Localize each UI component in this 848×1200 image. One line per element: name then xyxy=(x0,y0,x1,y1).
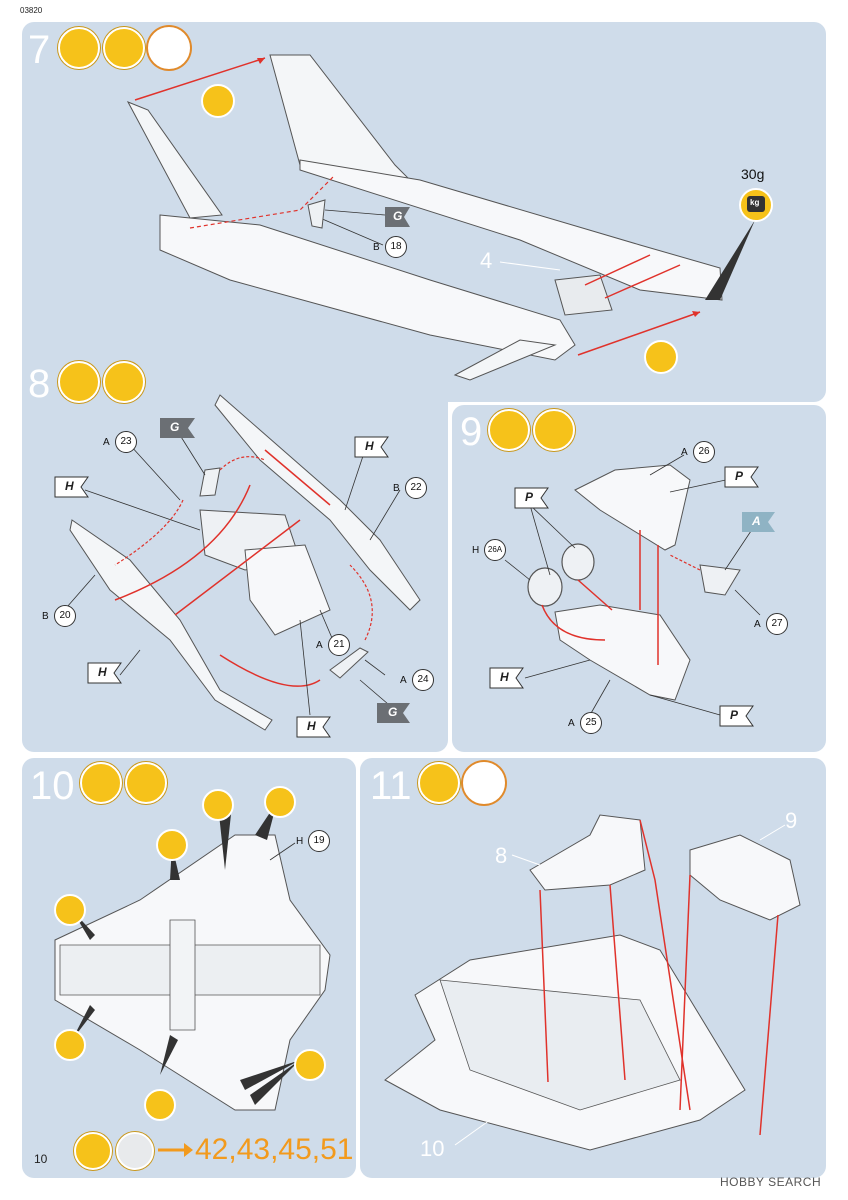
callout-letter: A xyxy=(400,675,407,686)
flag-p-label: P xyxy=(730,708,739,722)
flag-h-label: H xyxy=(365,439,374,453)
callout-letter: B xyxy=(42,611,49,622)
clock-icon xyxy=(463,762,505,804)
flag-g-label: G xyxy=(393,209,403,223)
watermark: HOBBY SEARCH xyxy=(720,1175,822,1189)
callout-letter: A xyxy=(568,718,575,729)
callout-number: 18 xyxy=(385,236,407,258)
help-icon xyxy=(74,1132,112,1170)
callout-number: 26A xyxy=(484,539,506,561)
flag-g xyxy=(385,207,410,227)
weight-label: 30g xyxy=(741,166,765,182)
clock-icon xyxy=(148,27,190,69)
step-7-panel xyxy=(22,22,826,402)
callout-number: 24 xyxy=(412,669,434,691)
part-8-label: 8 xyxy=(495,843,508,868)
drill-icon xyxy=(80,762,122,804)
flag-h-label: H xyxy=(65,479,74,493)
step-10-number: 10 xyxy=(30,764,75,808)
glue-tube-icon xyxy=(58,27,100,69)
callout-letter: B xyxy=(373,242,380,253)
flag-h-label: H xyxy=(98,665,107,679)
glue-drop-icon xyxy=(418,762,460,804)
flag-g-label: G xyxy=(170,420,180,434)
paint-brush-icon xyxy=(103,27,145,69)
step-11-number: 11 xyxy=(370,764,412,808)
callout-letter: B xyxy=(393,483,400,494)
glue-tube-icon xyxy=(58,361,100,403)
flag-h-label: H xyxy=(500,670,509,684)
callout-letter: A xyxy=(103,437,110,448)
callout-letter: H xyxy=(472,545,480,556)
flag-g-label: G xyxy=(388,705,398,719)
part-10-label: 10 xyxy=(420,1136,445,1161)
kg-label: kg xyxy=(750,198,760,207)
part-9-label: 9 xyxy=(785,808,798,833)
paint-brush-icon xyxy=(533,409,575,451)
callout-number: 27 xyxy=(766,613,788,635)
callout-letter: A xyxy=(754,619,761,630)
flag-p-label: P xyxy=(525,490,534,504)
callout-number: 26 xyxy=(693,441,715,463)
callout-number: 19 xyxy=(308,830,330,852)
glue-drop-icon xyxy=(488,409,530,451)
parts-box-icon xyxy=(116,1132,154,1170)
callout-number: 22 xyxy=(405,477,427,499)
step-9-panel xyxy=(452,405,826,752)
doc-code: 03820 xyxy=(20,6,43,15)
callout-number: 23 xyxy=(115,431,137,453)
callout-number: 25 xyxy=(580,712,602,734)
callout-letter: A xyxy=(681,447,688,458)
flag-p-label: P xyxy=(735,469,744,483)
step-9-number: 9 xyxy=(460,410,483,454)
callout-number: 21 xyxy=(328,634,350,656)
paint-brush-icon xyxy=(103,361,145,403)
knife-icon xyxy=(125,762,167,804)
step-7-number: 7 xyxy=(28,28,51,72)
callout-letter: H xyxy=(296,836,304,847)
flag-h-label: H xyxy=(307,719,316,733)
step-8-number: 8 xyxy=(28,362,51,406)
part-4-label: 4 xyxy=(480,248,493,273)
reference-steps: 42,43,45,51 xyxy=(195,1133,354,1166)
callout-number: 20 xyxy=(54,605,76,627)
page-number: 10 xyxy=(34,1152,48,1166)
flag-a-label: A xyxy=(752,514,761,528)
callout-letter: A xyxy=(316,640,323,651)
